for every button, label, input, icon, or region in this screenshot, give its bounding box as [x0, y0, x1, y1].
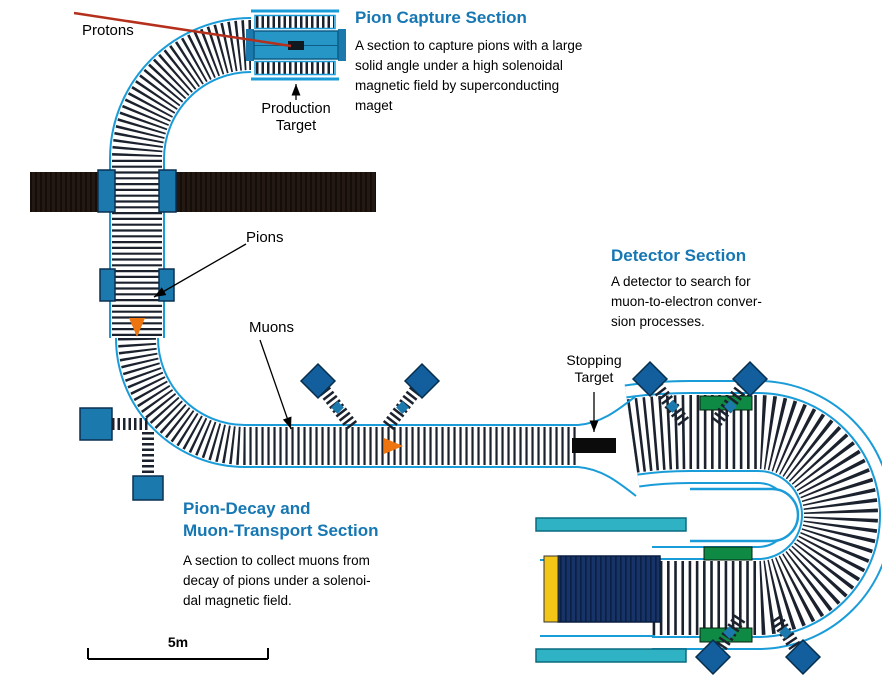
pion-decay-title: Pion-Decay and Muon-Transport Section: [183, 499, 379, 540]
protons-label: Protons: [82, 22, 134, 39]
pion-decay-description: A section to collect muons from decay of…: [183, 553, 371, 608]
pions-label: Pions: [246, 229, 284, 246]
injection-box-left: [79, 407, 113, 441]
target-tab-left: [246, 29, 254, 61]
production-target-label: Production Target: [261, 101, 331, 134]
beamline-flare: [577, 395, 637, 497]
stopping-target-label: Stopping Target: [566, 352, 622, 385]
pion-arrow-head: [129, 318, 145, 337]
capture-solenoid-beamline: [109, 17, 252, 338]
detector-description: A detector to search for muon-to-electro…: [611, 274, 762, 329]
flange-mid-left: [99, 268, 116, 302]
flange-wall-left: [97, 169, 116, 213]
muon-beam-arrow: [280, 438, 403, 454]
flange-wall-right: [158, 169, 177, 213]
capture-coil-ticks: [112, 20, 252, 338]
transport-solenoid-beamline: [115, 337, 578, 468]
collimator-green-middle: [703, 546, 753, 561]
target-coil-bottom-frame: [254, 60, 336, 76]
monitor-arms-detector-bottom: [694, 614, 822, 676]
detector-title: Detector Section: [611, 246, 747, 265]
injection-port-assembly: [79, 407, 164, 501]
transport-coil-ticks: [118, 337, 578, 465]
monitor-arm-joint: [396, 401, 409, 414]
monitor-head-diamond: [731, 360, 769, 398]
muons-pointer: [259, 339, 292, 430]
target-coil-top-frame: [254, 14, 336, 30]
production-target-assembly: [246, 9, 346, 81]
proton-beam-line: [73, 11, 292, 48]
flange-mid-right: [158, 268, 175, 302]
detector-window-yellow: [543, 555, 559, 623]
monitor-head-diamond: [403, 362, 441, 400]
detector-block: [557, 555, 661, 623]
stopping-target-assembly: [572, 438, 616, 453]
pions-pointer: [153, 243, 247, 298]
monitor-head-diamond: [784, 638, 822, 676]
beamline-flanges: [97, 169, 177, 302]
muon-arrow-head: [384, 438, 403, 454]
pointer-lines: [153, 84, 599, 432]
monitor-head-diamond: [694, 638, 732, 676]
pion-beam-arrow: [129, 206, 145, 337]
pion-capture-title: Pion Capture Section: [355, 8, 527, 27]
shield-wall: [30, 172, 376, 212]
proton-beam: [73, 11, 292, 48]
monitor-arms-transport: [299, 362, 441, 430]
detector-shield-bar-bottom: [535, 648, 687, 663]
flare-line-bottom: [577, 466, 637, 497]
detector-shield-bar-top: [535, 517, 687, 532]
detector-coil-ticks: [626, 395, 878, 635]
scale-label: 5m: [167, 634, 189, 650]
shield-wall-block: [30, 172, 376, 212]
injection-box-bottom: [132, 475, 164, 501]
flare-line-top: [577, 395, 637, 426]
scale-bar: [87, 648, 269, 660]
target-tab-right: [338, 29, 346, 61]
monitor-arms-detector-top: [631, 360, 769, 426]
monitor-arm-joint: [331, 401, 344, 414]
muons-label: Muons: [249, 319, 295, 336]
detector-inner-pipe: [690, 487, 800, 543]
monitor-head-diamond: [299, 362, 337, 400]
stopping-target-block: [572, 438, 616, 453]
transport-tube-fill: [117, 337, 578, 466]
production-target-block: [288, 41, 304, 50]
detector-solenoid-beamline: [624, 380, 882, 650]
pion-capture-description: A section to capture pions with a large …: [355, 38, 583, 113]
monitor-head-diamond: [631, 360, 669, 398]
